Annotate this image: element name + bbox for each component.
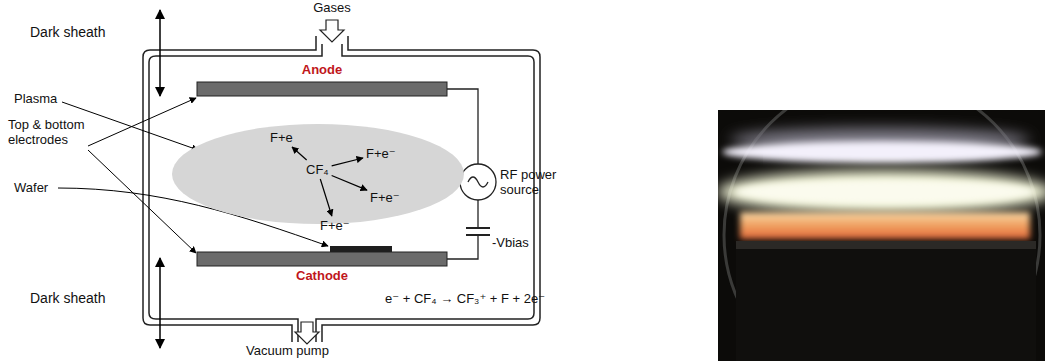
wafer: [330, 246, 392, 252]
dark-sheath-arrow: [159, 10, 161, 96]
part-label: Dark sheath: [30, 290, 105, 306]
dissociation-arrow: [332, 175, 367, 190]
part-label: RF power source: [500, 168, 560, 198]
part-label: e⁻ + CF₄ → CF₃⁺ + F + 2e⁻: [385, 292, 545, 307]
dark-sheath-arrow: [159, 258, 161, 348]
plasma-outline: [170, 118, 466, 238]
product-label: F+e: [270, 130, 293, 145]
molecule-label: CF₄: [306, 162, 329, 177]
dissociation-arrow: [320, 179, 332, 216]
pump-arrow: [295, 322, 319, 344]
product-label: F+e⁻: [370, 190, 400, 205]
part-label: Top & bottom electrodes: [8, 118, 92, 148]
cathode-plate: [197, 252, 447, 266]
product-label: F+e⁻: [366, 146, 396, 161]
part-label: Plasma: [14, 92, 57, 107]
plasma-cloud: F+eCF₄ F+e⁻ F+e⁻ F+e⁻: [170, 118, 466, 238]
dissociation-arrow: [332, 158, 363, 166]
part-label: Dark sheath: [30, 24, 105, 40]
part-label: Cathode: [296, 269, 348, 284]
plasma-photo: [718, 110, 1045, 361]
anode-plate: [197, 82, 447, 96]
part-label: Anode: [302, 63, 342, 78]
part-label: Wafer: [14, 181, 48, 196]
dissociation-arrow: [292, 147, 307, 160]
gas-arrow: [320, 20, 344, 42]
part-label: -Vbias: [492, 236, 529, 251]
product-label: F+e⁻: [320, 218, 350, 233]
part-label: Gases: [313, 1, 351, 16]
part-label: Vacuum pump: [246, 344, 329, 359]
